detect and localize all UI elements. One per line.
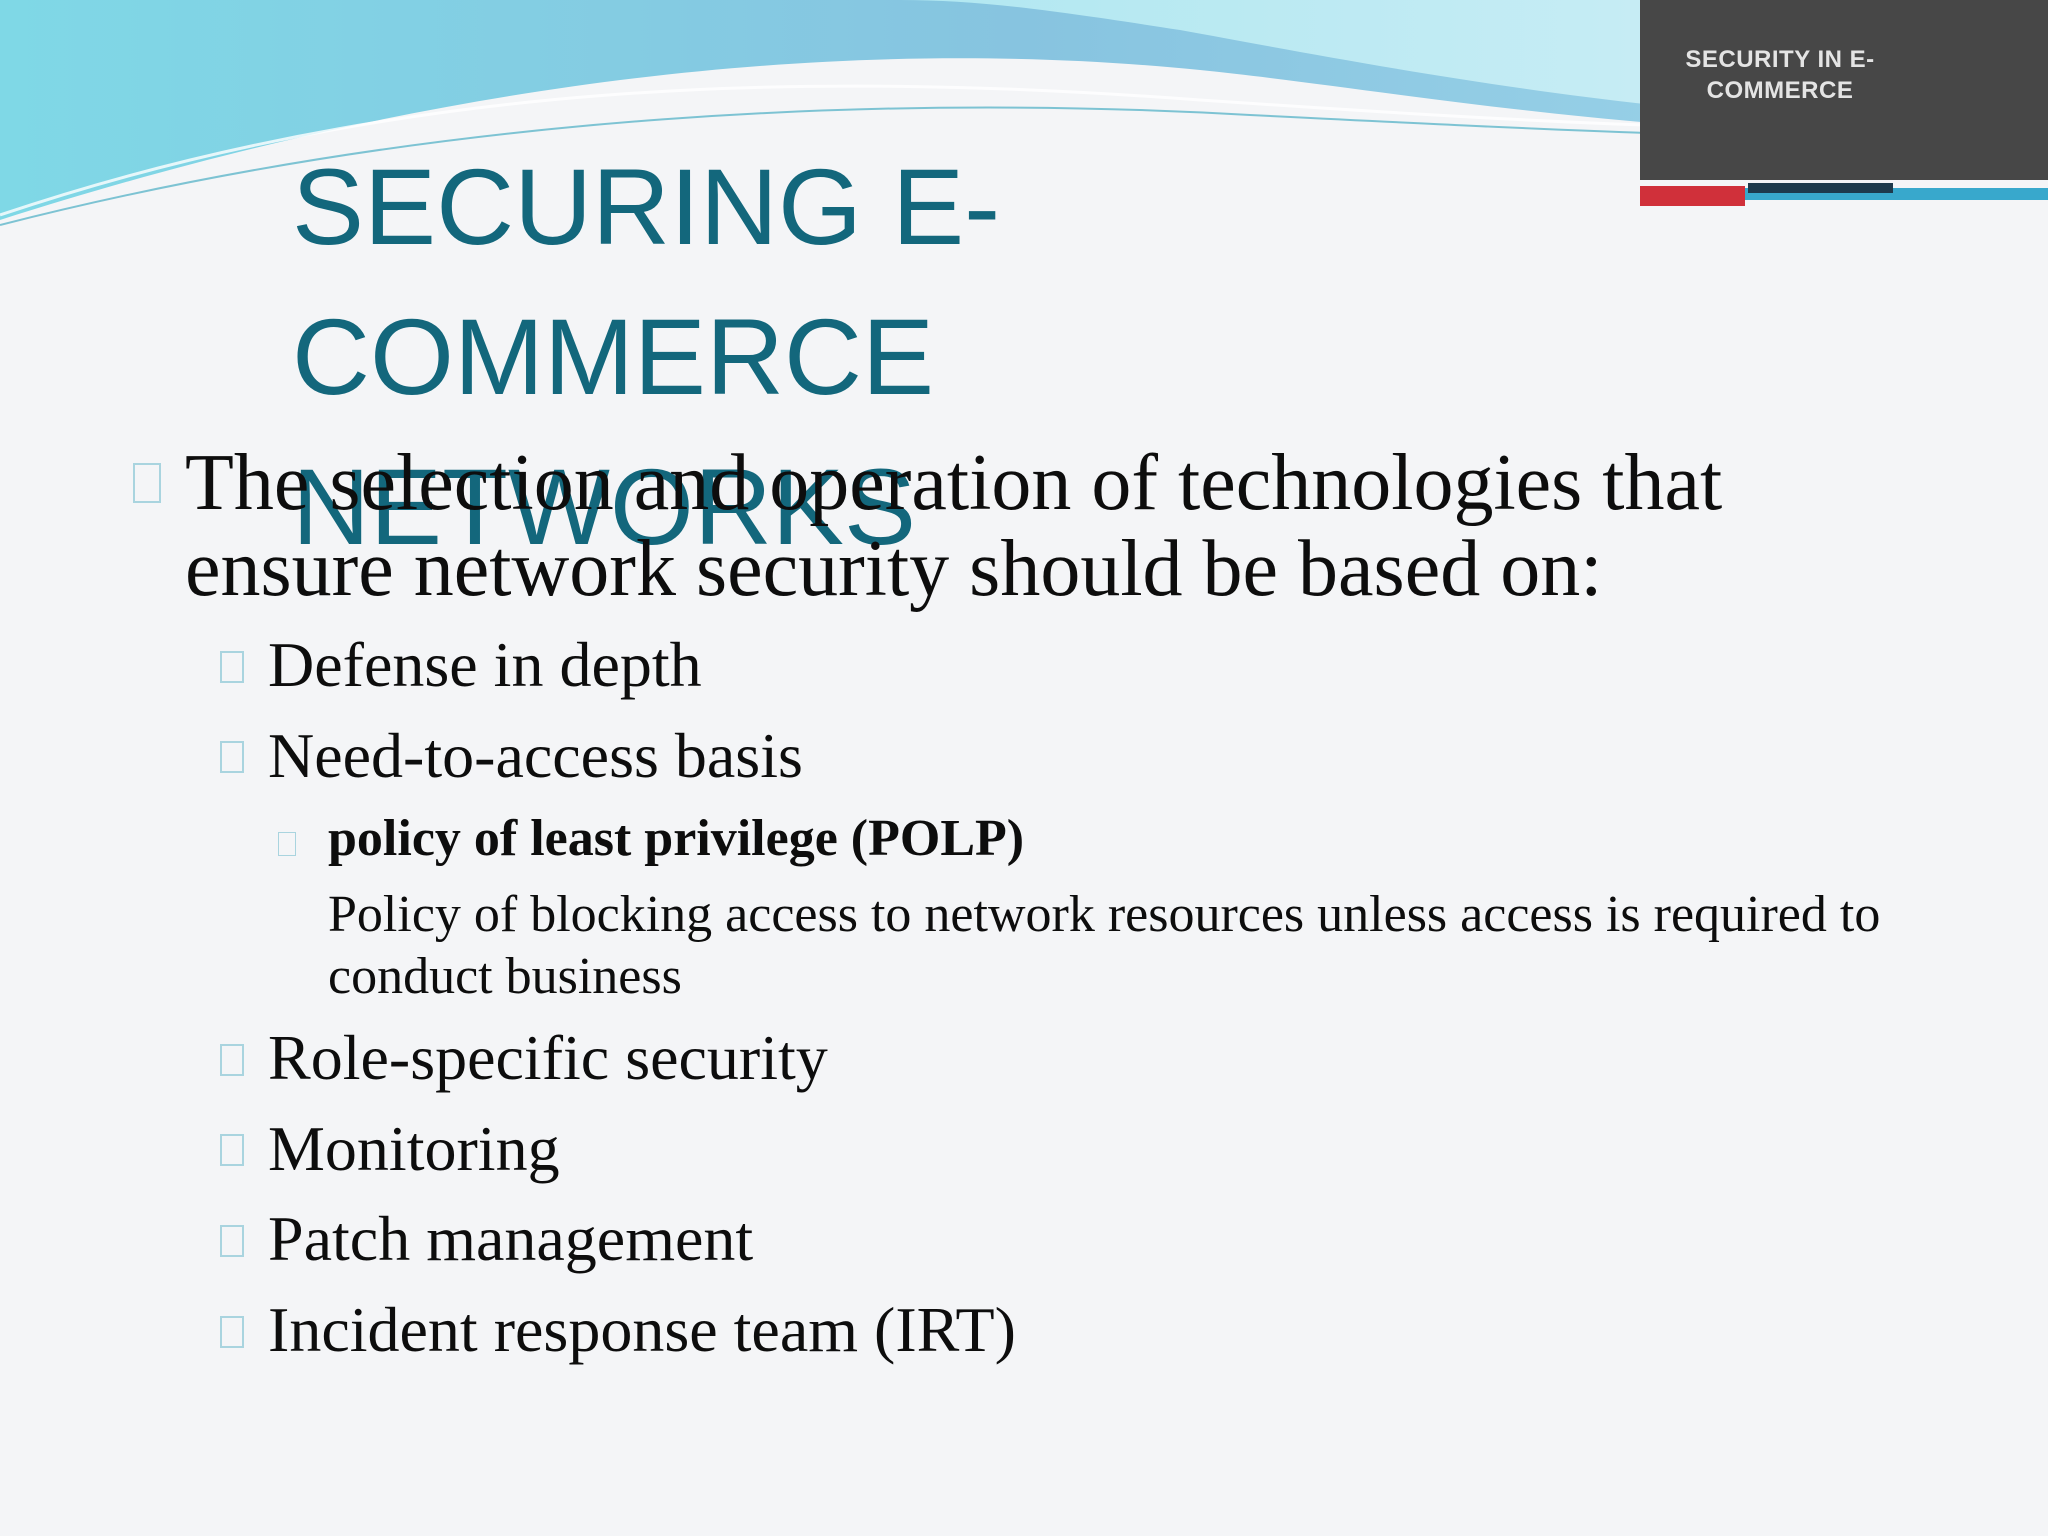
bullet-square-icon xyxy=(220,651,244,683)
sub-list-item: policy of least privilege (POLP) xyxy=(328,810,1025,867)
corner-strip-red xyxy=(1640,186,1745,206)
corner-header-box: SECURITY IN E- COMMERCE xyxy=(1640,0,2048,180)
list-item: Patch management xyxy=(268,1203,754,1274)
bullet-square-icon xyxy=(220,1225,244,1257)
bullet-square-icon xyxy=(220,1316,244,1348)
bullet-square-icon xyxy=(220,1134,244,1166)
bullet-square-icon xyxy=(220,1044,244,1076)
list-item: Incident response team (IRT) xyxy=(268,1294,1016,1365)
bullet-square-icon xyxy=(278,832,296,856)
list-item: Role-specific security xyxy=(268,1022,828,1093)
bullet-square-icon xyxy=(220,741,244,773)
list-item: Defense in depth xyxy=(268,629,702,700)
intro-text: The selection and operation of technolog… xyxy=(185,439,1723,613)
bullet-square-icon xyxy=(133,463,161,503)
list-item: Need-to-access basis xyxy=(268,720,803,791)
corner-strip-dark xyxy=(1748,183,1893,193)
slide-title: SECURING E-COMMERCE NETWORKS xyxy=(292,146,1001,567)
sub-item-description: Policy of blocking access to network res… xyxy=(328,886,1881,1005)
corner-label: SECURITY IN E- COMMERCE xyxy=(1685,46,1875,104)
corner-color-strip xyxy=(1640,180,2048,210)
list-item: Monitoring xyxy=(268,1113,560,1184)
